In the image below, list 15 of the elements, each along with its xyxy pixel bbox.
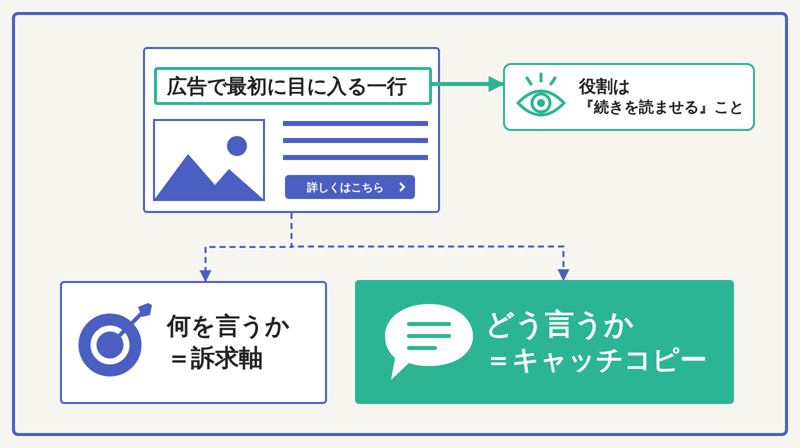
card-heading: 何を言うか xyxy=(167,311,291,342)
role-heading: 役割は xyxy=(579,76,631,98)
ad-mockup-card xyxy=(143,47,440,213)
headline-text: 広告で最初に目に入る一行 xyxy=(167,73,408,99)
card-subheading: ＝キャッチコピー xyxy=(485,344,708,378)
arrow xyxy=(430,76,505,92)
role-text: 『続きを読ませる』こと xyxy=(579,98,745,118)
role-box xyxy=(503,63,755,131)
cta-button: 詳しくはこちら xyxy=(285,175,415,199)
card-subheading: ＝訴求軸 xyxy=(167,342,264,374)
card-heading: どう言うか xyxy=(485,306,635,343)
catchcopy-card xyxy=(355,280,734,404)
headline-box xyxy=(154,67,432,105)
arrow xyxy=(290,213,570,282)
appeal-axis-card xyxy=(60,281,327,404)
